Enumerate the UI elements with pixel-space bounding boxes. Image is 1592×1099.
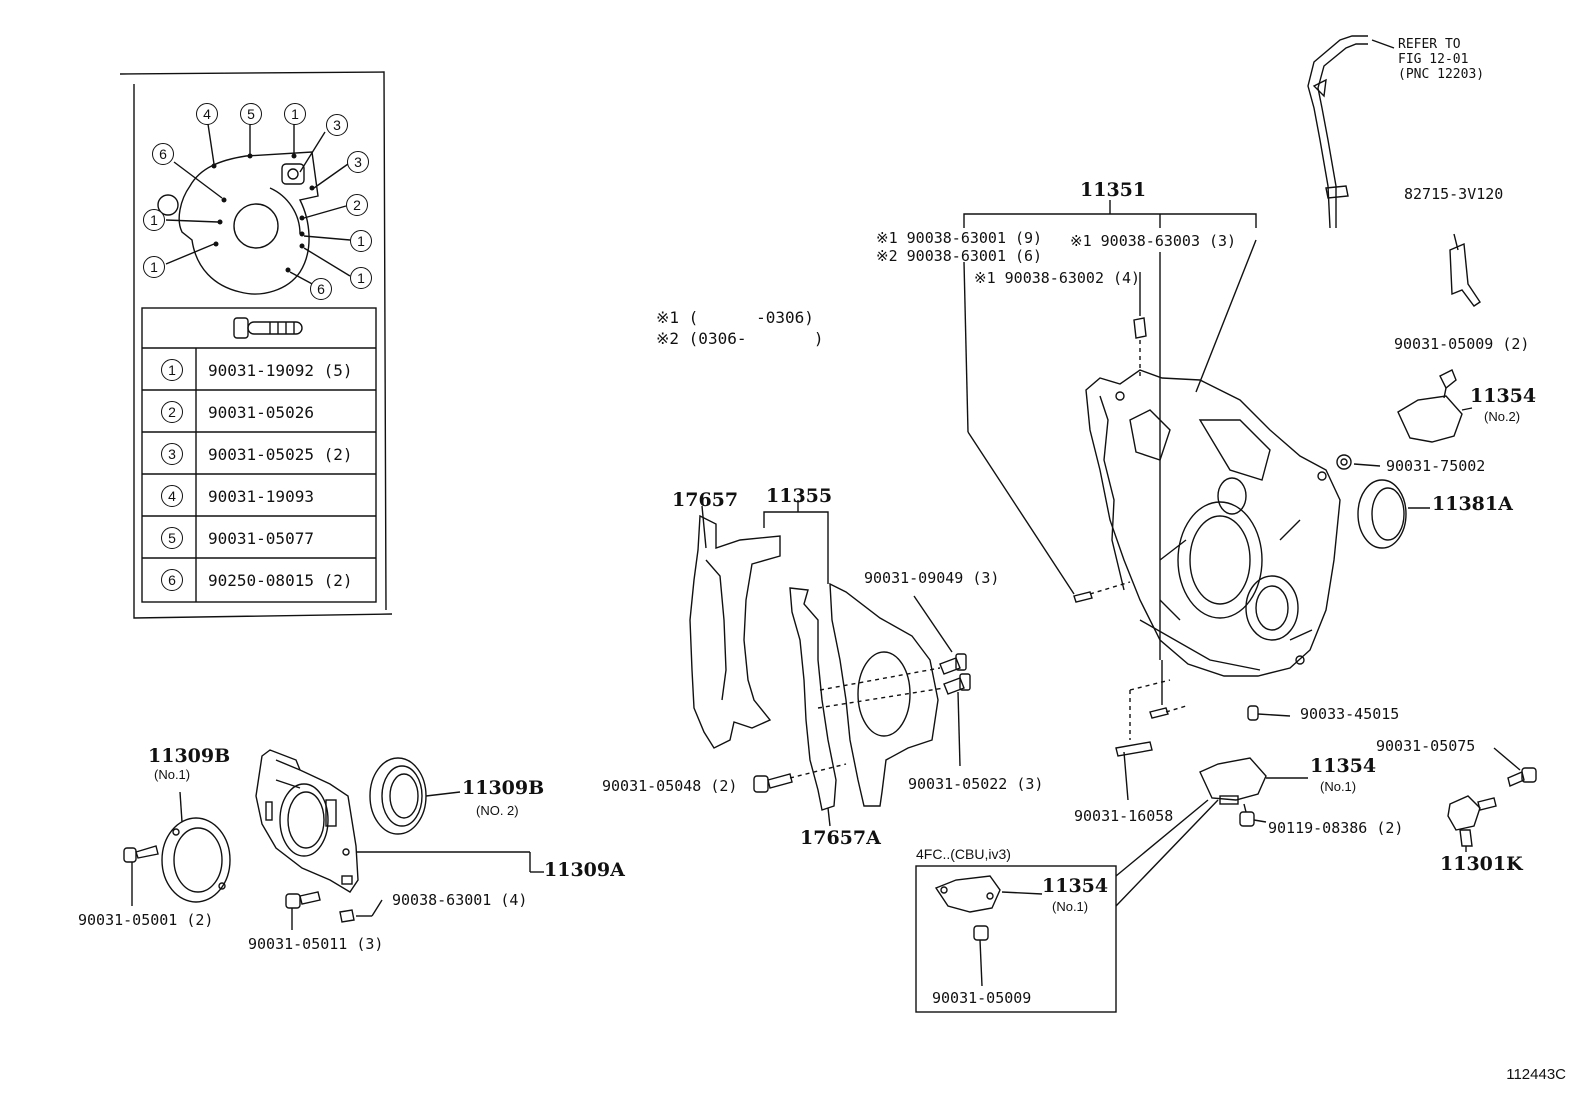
label-11309B-no2: 11309B: [462, 777, 545, 799]
dipstick-guide-drawing: [1307, 35, 1395, 229]
label-11354-no2: 11354: [1470, 385, 1537, 407]
cover-plate-no2-drawing: [1397, 369, 1473, 443]
label-90031-05022: 90031-05022 (3): [908, 775, 1044, 793]
row-number-circle: 4: [161, 485, 183, 507]
inset-callout-3: 3: [347, 151, 369, 173]
row-part-number: 90031-05077: [208, 528, 314, 548]
label-11309B-no1: 11309B: [148, 745, 231, 767]
table-row: 1 90031-19092 (5): [146, 350, 378, 390]
row-part-number: 90031-05025 (2): [208, 444, 353, 464]
note-1: ※1 ( -0306): [656, 308, 814, 327]
label-bolt-c: ※1 90038-63002 (4): [974, 269, 1141, 287]
label-11354-no1-sub: (No.1): [1320, 779, 1357, 794]
row-part-number: 90031-19093: [208, 486, 314, 506]
bolt-icon: [233, 317, 303, 339]
inset-callout-5: 5: [240, 103, 262, 125]
variant-box-title: 4FC..(CBU,iv3): [916, 846, 1011, 862]
label-90031-05048: 90031-05048 (2): [602, 777, 738, 795]
label-17657A: 17657A: [800, 827, 881, 849]
label-11354-box: 11354: [1042, 875, 1109, 897]
label-11309B-no1-sub: (No.1): [154, 767, 191, 782]
bolt-05048-drawing: [753, 763, 847, 827]
row-number-circle: 1: [161, 359, 183, 381]
row-number-circle: 2: [161, 401, 183, 423]
inset-callout-3: 3: [326, 114, 348, 136]
sensor-11301k-drawing: [1447, 747, 1537, 852]
row-part-number: 90031-19092 (5): [208, 360, 353, 380]
label-90031-75002: 90031-75002: [1386, 457, 1486, 475]
gasket-11355-drawing: [763, 500, 939, 811]
inset-plate-drawing: [157, 123, 351, 295]
label-17657: 17657: [672, 489, 739, 511]
plate-11309b-no1-drawing: [161, 791, 231, 903]
leader-11351: [963, 200, 1257, 740]
inset-callout-6: 6: [310, 278, 332, 300]
bolt-45015-drawing: [1247, 705, 1291, 721]
label-11301K: 11301K: [1440, 853, 1523, 875]
inset-callout-1: 1: [350, 230, 372, 252]
row-number-circle: 6: [161, 569, 183, 591]
label-11309A: 11309A: [544, 859, 625, 881]
label-90119-08386: 90119-08386 (2): [1268, 819, 1404, 837]
table-row: 2 90031-05026: [146, 392, 378, 432]
label-bolt-b: ※2 90038-63001 (6): [876, 247, 1043, 265]
figure-code: 112443C: [1506, 1066, 1566, 1083]
label-11354-no2-sub: (No.2): [1484, 409, 1521, 424]
cover-plate-no1-drawing: [1199, 757, 1308, 827]
label-90033-45015: 90033-45015: [1300, 705, 1400, 723]
label-90031-05011: 90031-05011 (3): [248, 935, 384, 953]
row-part-number: 90250-08015 (2): [208, 570, 353, 590]
label-90031-05075: 90031-05075: [1376, 737, 1476, 755]
stud-bolts: [1073, 317, 1169, 801]
table-row: 5 90031-05077: [146, 518, 378, 558]
inset-callout-1: 1: [284, 103, 306, 125]
label-11354-no1: 11354: [1310, 755, 1377, 777]
table-row: 3 90031-05025 (2): [146, 434, 378, 474]
label-bolt-d: ※1 90038-63003 (3): [1070, 232, 1237, 250]
label-82715: 82715-3V120: [1404, 185, 1504, 203]
label-90031-05001: 90031-05001 (2): [78, 911, 214, 929]
nut-75002-drawing: [1336, 454, 1381, 470]
gasket-17657-drawing: [689, 505, 781, 749]
row-part-number: 90031-05026: [208, 402, 314, 422]
inset-callout-4: 4: [196, 103, 218, 125]
label-11355: 11355: [766, 485, 833, 507]
timing-cover-drawing: [1085, 369, 1341, 677]
label-11309B-no2-sub: (NO. 2): [476, 803, 519, 818]
label-11381A: 11381A: [1432, 493, 1513, 515]
label-11351: 11351: [1080, 179, 1147, 201]
label-bolt-a: ※1 90038-63001 (9): [876, 229, 1043, 247]
oil-seal-11309b-no2-drawing: [369, 757, 461, 835]
refer-line-1: REFER TO: [1398, 37, 1461, 52]
label-11354-box-sub: (No.1): [1052, 899, 1089, 914]
inset-callout-2: 2: [346, 194, 368, 216]
label-90038-63001-4: 90038-63001 (4): [392, 891, 528, 909]
label-90031-09049: 90031-09049 (3): [864, 569, 1000, 587]
label-90031-16058: 90031-16058: [1074, 807, 1174, 825]
note-2: ※2 (0306- ): [656, 329, 824, 348]
refer-line-2: FIG 12-01: [1398, 52, 1469, 67]
bolts-09049-05022-drawing: [817, 595, 971, 767]
variant-box: [915, 799, 1219, 1013]
bracket-82715-drawing: [1449, 233, 1481, 307]
table-row: 4 90031-19093: [146, 476, 378, 516]
inset-callout-6: 6: [152, 143, 174, 165]
refer-line-3: (PNC 12203): [1398, 67, 1485, 82]
oil-seal-11381a-drawing: [1357, 479, 1430, 549]
seal-retainer-11309a-drawing: [255, 749, 544, 893]
small-bolts-drawing: [123, 845, 383, 930]
inset-callout-1: 1: [350, 267, 372, 289]
row-number-circle: 3: [161, 443, 183, 465]
inset-callout-1: 1: [143, 256, 165, 278]
inset-frame: [119, 71, 393, 619]
label-90031-05009-2: 90031-05009 (2): [1394, 335, 1530, 353]
table-row: 6 90250-08015 (2): [146, 560, 378, 600]
inset-callout-1: 1: [143, 209, 165, 231]
row-number-circle: 5: [161, 527, 183, 549]
label-90031-05009: 90031-05009: [932, 989, 1032, 1007]
